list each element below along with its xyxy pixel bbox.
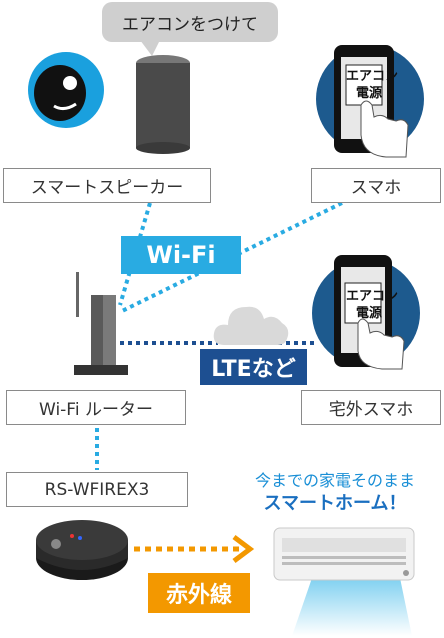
assistant-face-icon xyxy=(28,52,104,128)
smart-speaker-icon xyxy=(136,55,190,154)
smartphone-screen-line1: エアコン xyxy=(346,69,399,84)
remote-smartphone-hand-icon xyxy=(312,255,420,370)
smart-speaker-label-text: スマートスピーカー xyxy=(30,178,184,198)
smart-speaker-label: スマートスピーカー xyxy=(3,168,211,203)
air-conditioner-icon xyxy=(273,527,415,636)
smartphone-hand-icon xyxy=(316,45,424,158)
smartphone-screen-text: エアコン 電源 xyxy=(346,68,399,102)
lte-tag-text: LTEなど xyxy=(211,357,296,382)
router-label: Wi-Fi ルーター xyxy=(6,390,186,425)
headline: 今までの家電そのまま スマートホーム！ xyxy=(228,470,442,516)
remote-smartphone-label-text: 宅外スマホ xyxy=(328,400,414,420)
speech-bubble-text: エアコンをつけて xyxy=(122,14,258,35)
headline-line1: 今までの家電そのまま xyxy=(254,471,415,490)
headline-line2: スマートホーム！ xyxy=(263,493,407,514)
remote-smartphone-screen-line2: 電源 xyxy=(355,306,382,321)
wifi-tag: Wi-Fi xyxy=(121,236,241,274)
lte-tag: LTEなど xyxy=(200,349,307,385)
wifi-tag-text: Wi-Fi xyxy=(146,241,216,269)
smartphone-label-text: スマホ xyxy=(350,178,402,198)
speech-bubble-tail xyxy=(140,40,160,56)
router-label-text: Wi-Fi ルーター xyxy=(39,400,153,420)
remote-smartphone-screen-line1: エアコン xyxy=(346,289,399,304)
device-label: RS-WFIREX3 xyxy=(6,472,188,507)
smartphone-label: スマホ xyxy=(311,168,441,203)
remote-smartphone-label: 宅外スマホ xyxy=(301,390,441,425)
infrared-tag: 赤外線 xyxy=(148,573,250,613)
infrared-tag-text: 赤外線 xyxy=(165,583,232,608)
remote-smartphone-screen-text: エアコン 電源 xyxy=(346,288,399,322)
speech-bubble: エアコンをつけて xyxy=(102,2,278,42)
smartphone-screen-line2: 電源 xyxy=(355,86,382,101)
cloud-icon xyxy=(213,306,289,345)
router-icon xyxy=(74,272,128,375)
device-label-text: RS-WFIREX3 xyxy=(44,479,150,500)
infrared-device-icon xyxy=(36,520,128,580)
